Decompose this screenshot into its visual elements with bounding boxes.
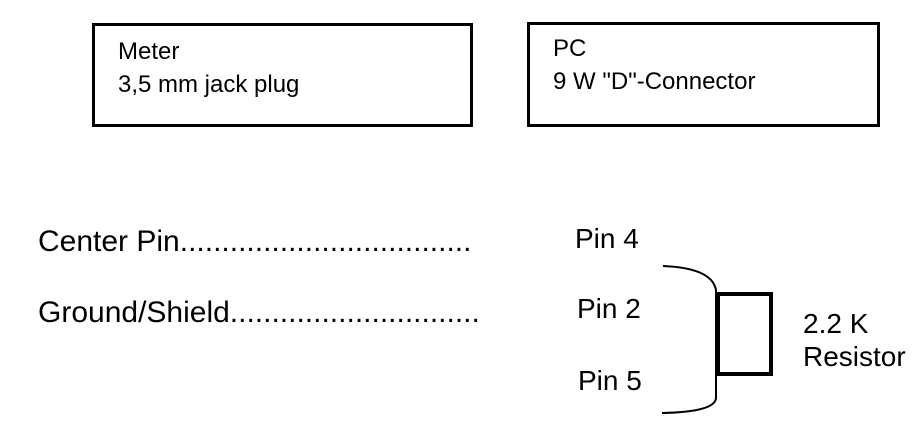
resistor-label: 2.2 K Resistor [803,307,906,373]
ground-shield-leader: Ground/Shield...........................… [38,296,480,329]
pin-2-label: Pin 2 [577,293,641,324]
resistor-symbol [716,292,773,376]
pc-box-title: PC [553,35,587,62]
meter-box: Meter 3,5 mm jack plug [92,23,473,127]
center-pin-leader: Center Pin..............................… [38,225,472,258]
meter-box-subtitle: 3,5 mm jack plug [118,71,300,98]
pin-4-label: Pin 4 [575,223,639,254]
resistor-value: 2.2 K [803,308,869,339]
pc-connector-box: PC 9 W "D"-Connector [527,22,880,127]
pc-box-subtitle: 9 W "D"-Connector [553,68,756,95]
pin-5-label: Pin 5 [578,365,642,396]
meter-box-title: Meter [118,38,180,65]
resistor-word: Resistor [803,341,906,372]
